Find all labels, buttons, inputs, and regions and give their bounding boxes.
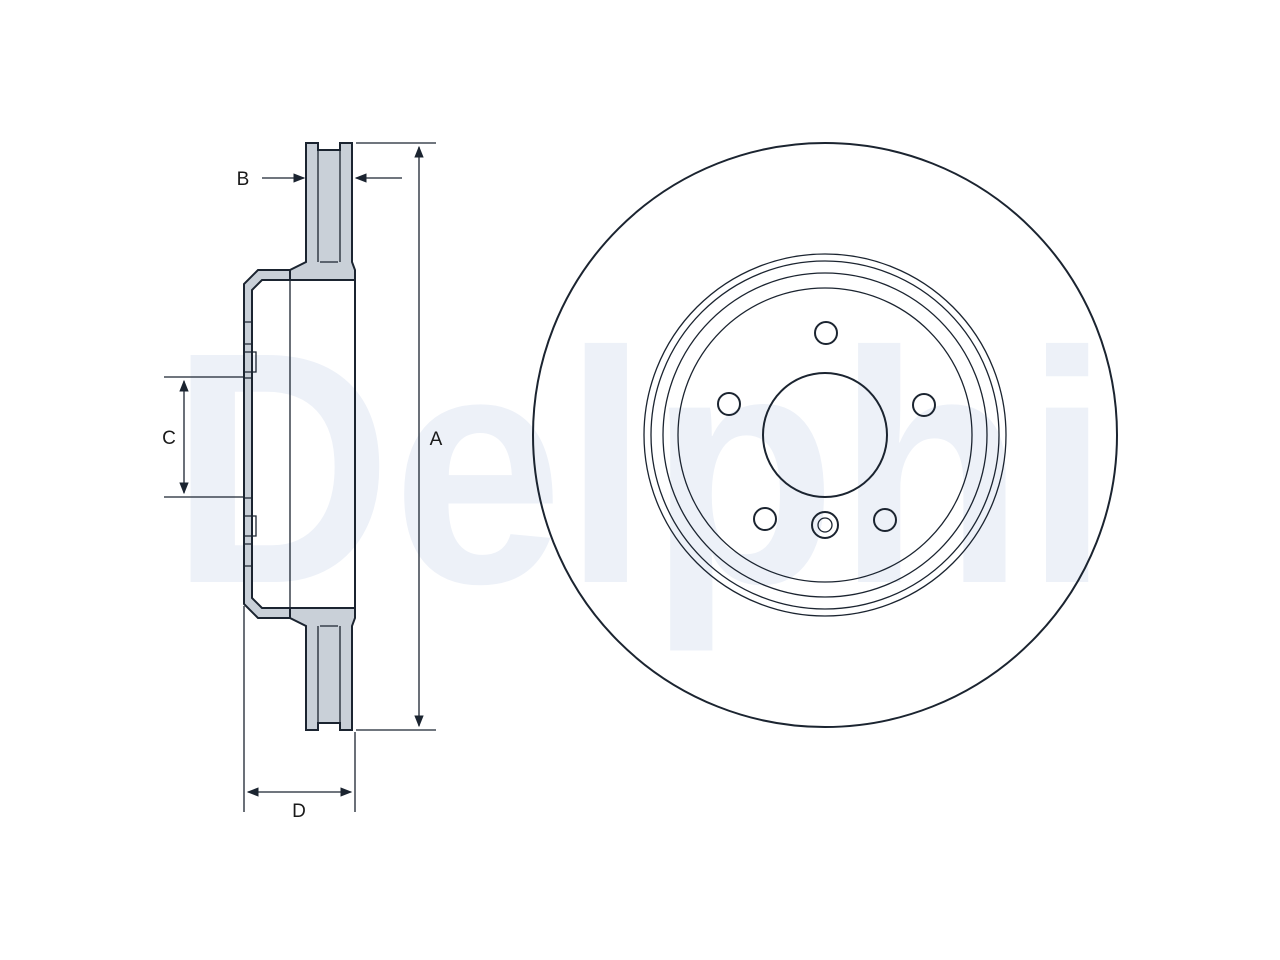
locating-screw-hole [811, 511, 839, 539]
disc-front-view [532, 142, 1118, 728]
disc-outer-edge [532, 142, 1118, 728]
dimension-c: C [162, 376, 244, 498]
friction-ring-inner-edge [643, 253, 1007, 617]
dimension-c-label: C [162, 428, 176, 449]
dimension-a-label: A [430, 429, 443, 450]
dimension-b: B [237, 169, 402, 190]
bolt-hole [814, 321, 838, 345]
dimension-d-label: D [292, 801, 306, 822]
bolt-hole [717, 392, 741, 416]
dimension-a: A [356, 142, 443, 731]
watermark-logo: Delphi [170, 283, 1110, 654]
friction-ring-top [289, 142, 356, 281]
bolt-hole [753, 507, 777, 531]
dimension-d: D [243, 606, 356, 822]
centre-bore [762, 372, 888, 498]
dimension-b-label: B [237, 169, 250, 190]
hat-face [677, 287, 973, 583]
hat-outer-edge [662, 272, 988, 598]
bolt-hole [873, 508, 897, 532]
bolt-hole [912, 393, 936, 417]
disc-side-view [243, 142, 356, 731]
